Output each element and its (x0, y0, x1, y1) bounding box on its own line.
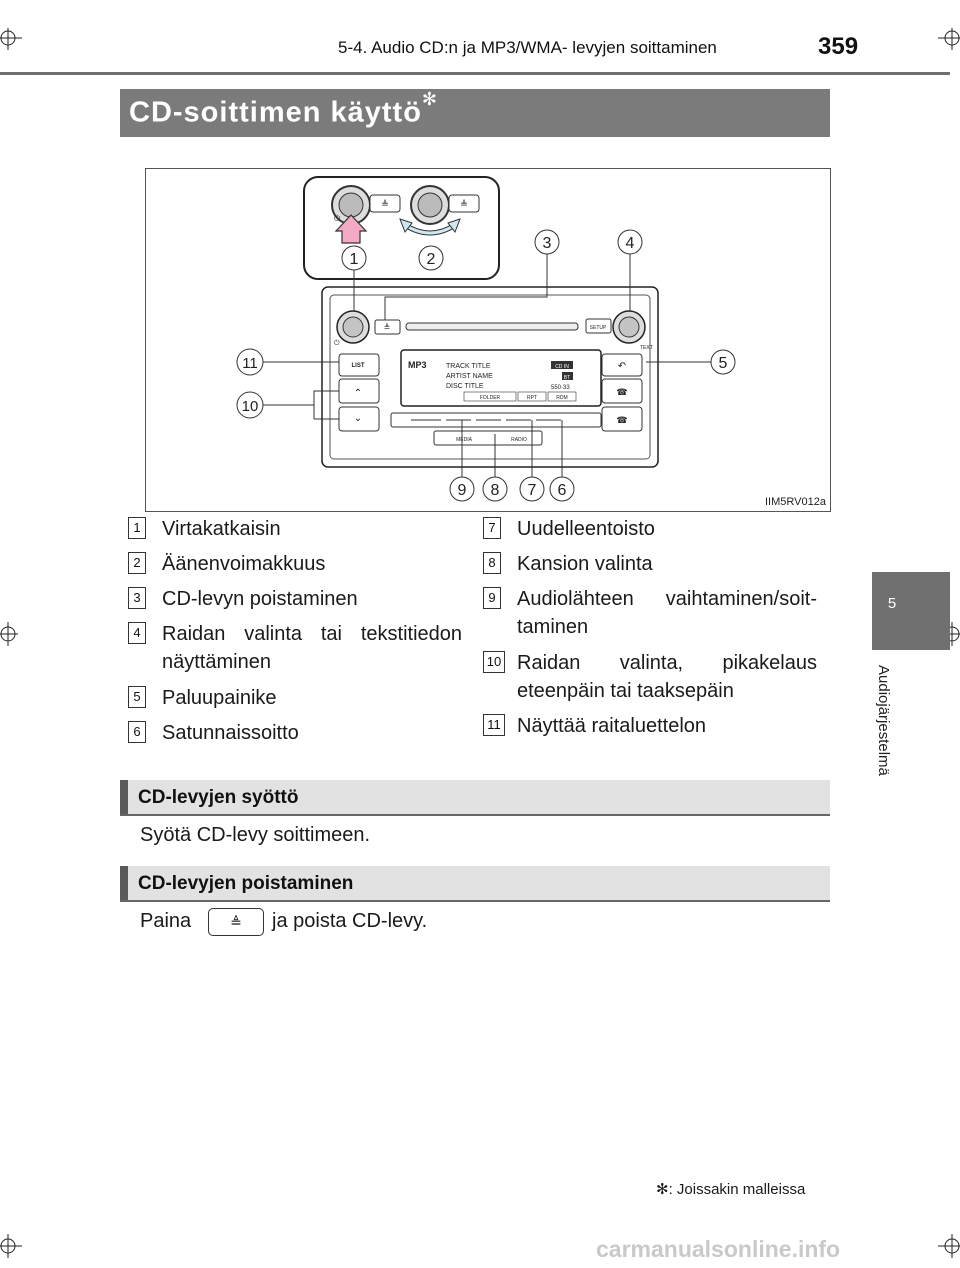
chapter-tab (872, 572, 950, 650)
figure-frame: ≜ ≜ ⏻ 1 2 ⏻ (145, 168, 831, 512)
svg-text:⏻: ⏻ (334, 339, 340, 347)
subsection-title: CD-levyjen poistaminen (138, 873, 354, 894)
svg-text:7: 7 (528, 482, 537, 499)
subsection-title: CD-levyjen syöttö (138, 787, 299, 808)
text-label: TEXT (640, 345, 653, 351)
svg-text:☎: ☎ (616, 387, 627, 397)
screen-track: TRACK TITLE (446, 363, 491, 370)
svg-text:11: 11 (242, 355, 258, 372)
svg-text:⏻: ⏻ (334, 214, 341, 223)
eject-instruction-prefix: Paina (140, 910, 192, 932)
list-label: LIST (352, 363, 365, 369)
svg-text:3: 3 (543, 235, 552, 252)
header-rule (0, 72, 950, 75)
watermark: carmanualsonline.info (596, 1236, 841, 1262)
chapter-label: Audiojärjestelmä (875, 665, 892, 776)
asterisk-mark: ✻ (421, 89, 439, 109)
svg-text:8: 8 (491, 482, 500, 499)
screen-rdm: RDM (556, 395, 567, 401)
svg-text:⌄: ⌄ (354, 413, 362, 424)
screen-folder: FOLDER (480, 395, 501, 401)
eject-button-icon: ≜ (208, 908, 264, 936)
media-label: MEDIA (456, 437, 473, 443)
leader-lines (263, 253, 711, 477)
svg-text:≜: ≜ (460, 199, 468, 209)
svg-text:10: 10 (242, 398, 259, 415)
screen-format: MP3 (408, 360, 427, 370)
eject-instruction-suffix: ja poista CD-levy. (272, 910, 428, 932)
figure-code: IIM5RV012a (765, 496, 826, 508)
svg-text:4: 4 (626, 235, 635, 252)
svg-text:6: 6 (558, 482, 567, 499)
radio-label: RADIO (511, 437, 527, 443)
svg-text:2: 2 (427, 251, 436, 268)
insert-instruction: Syötä CD-levy soittimeen. (140, 824, 371, 846)
audio-unit-illustration: ≜ ≜ ⏻ 1 2 ⏻ (236, 176, 736, 502)
svg-text:≜: ≜ (381, 199, 389, 209)
callout-markers: 3 4 5 6 7 8 9 10 11 (236, 229, 736, 502)
screen-bt-badge: BT (564, 375, 570, 381)
chapter-number: 5 (887, 595, 897, 612)
screen-disc: DISC TITLE (446, 383, 484, 390)
svg-text:☎: ☎ (616, 415, 627, 425)
screen-cd-badge: CD IN (555, 364, 569, 370)
section-title: CD-soittimen käyttö✻ (129, 89, 439, 129)
subsection-bar-insert: CD-levyjen syöttö (120, 780, 830, 816)
screen-artist: ARTIST NAME (446, 373, 493, 380)
svg-text:⌃: ⌃ (354, 388, 362, 399)
subsection-bar-eject: CD-levyjen poistaminen (120, 866, 830, 902)
svg-text:9: 9 (458, 482, 467, 499)
svg-text:≜: ≜ (384, 323, 391, 332)
section-title-bar (120, 89, 830, 137)
audio-head-unit: ⏻ ≜ SETUP TEXT LIST ⌃ ⌄ ↶ ☎ (321, 286, 659, 468)
screen-rpt: RPT (527, 395, 537, 401)
running-header-title: 5-4. Audio CD:n ja MP3/WMA- levyjen soit… (338, 38, 717, 57)
footnote: ✻: Joissakin malleissa (656, 1181, 806, 1198)
svg-text:5: 5 (719, 355, 728, 372)
screen-time: 550·33 (551, 385, 570, 391)
setup-label: SETUP (590, 325, 607, 331)
page-number: 359 (818, 33, 859, 60)
svg-text:↶: ↶ (618, 361, 626, 372)
svg-text:1: 1 (350, 251, 359, 268)
inset-zoom-box: ≜ ≜ ⏻ 1 2 (303, 176, 500, 280)
